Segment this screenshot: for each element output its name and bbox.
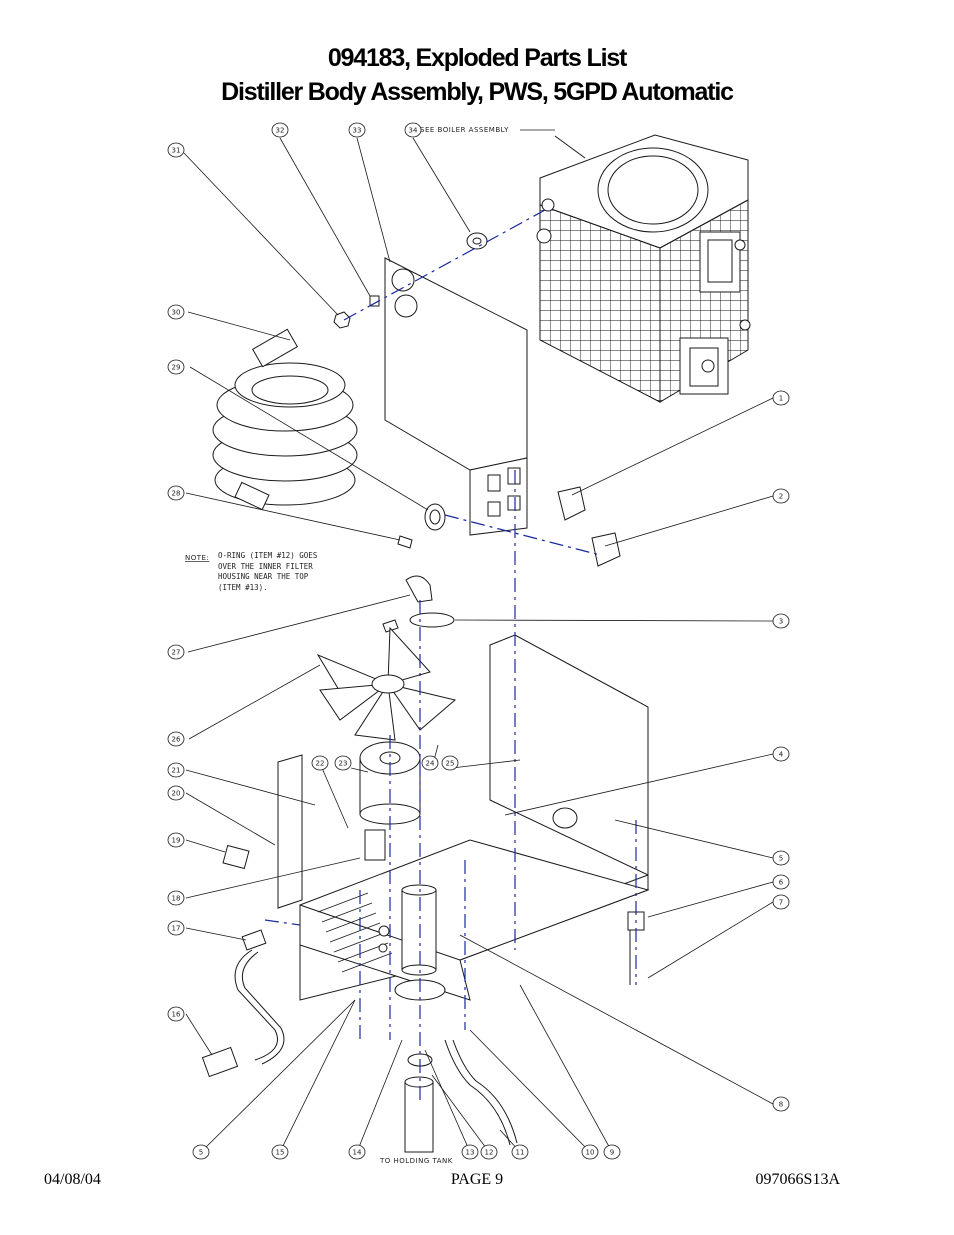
callout-balloon xyxy=(772,874,790,890)
holding-tank-label: TO HOLDING TANK xyxy=(379,1157,453,1165)
callout-number: 24 xyxy=(426,760,435,768)
boiler-assembly xyxy=(536,134,751,403)
callout-balloon xyxy=(772,850,790,866)
callout-number: 14 xyxy=(353,1149,362,1157)
callout-balloon xyxy=(772,746,790,762)
callout-balloon xyxy=(334,755,352,771)
callout-balloon xyxy=(271,122,289,138)
back-panel xyxy=(384,257,528,536)
callout-balloon xyxy=(461,1144,479,1160)
callout-balloon xyxy=(167,1006,185,1022)
callout-number: 16 xyxy=(172,1011,181,1019)
callout-number: 31 xyxy=(172,147,181,155)
assembly-note: O-RING (ITEM #12) GOES OVER THE INNER FI… xyxy=(218,551,318,592)
callout-balloon xyxy=(167,304,185,320)
callout-number: 15 xyxy=(276,1149,285,1157)
callout-balloon xyxy=(348,1144,366,1160)
callout-number: 2 xyxy=(779,493,783,501)
callout-balloon xyxy=(192,1144,210,1160)
callout-balloon xyxy=(167,832,185,848)
callout-number: 23 xyxy=(339,760,348,768)
callout-number: 7 xyxy=(779,899,783,907)
callout-number: 9 xyxy=(610,1149,614,1157)
power-cord xyxy=(201,844,645,1078)
callout-balloon xyxy=(581,1144,599,1160)
callout-number: 12 xyxy=(485,1149,494,1157)
callout-balloon xyxy=(421,755,439,771)
assembly-lines xyxy=(264,209,637,1100)
leader-lines xyxy=(183,129,774,1153)
callout-number: 30 xyxy=(172,309,181,317)
callout-number: 33 xyxy=(353,127,362,135)
callout-balloon xyxy=(772,390,790,406)
base-pan xyxy=(277,754,650,1001)
callout-balloon xyxy=(167,485,185,501)
callout-number: 11 xyxy=(516,1149,525,1157)
callout-number: 10 xyxy=(586,1149,595,1157)
callout-balloon xyxy=(348,122,366,138)
callout-number: 27 xyxy=(172,649,181,657)
boiler-assembly-label: SEE BOILER ASSEMBLY xyxy=(420,126,509,134)
callout-number: 4 xyxy=(779,751,784,759)
callout-balloon xyxy=(167,359,185,375)
callout-balloon xyxy=(167,785,185,801)
note-label: NOTE: xyxy=(185,554,209,562)
callout-number: 6 xyxy=(779,879,784,887)
callout-balloon xyxy=(167,731,185,747)
callout-number: 1 xyxy=(779,395,783,403)
callout-number: 22 xyxy=(316,760,325,768)
callout-balloon xyxy=(772,488,790,504)
callout-balloon xyxy=(167,142,185,158)
callout-number: 28 xyxy=(172,490,181,498)
callout-number: 5 xyxy=(779,855,783,863)
callout-balloon xyxy=(511,1144,529,1160)
callout-number: 13 xyxy=(466,1149,475,1157)
callout-balloon xyxy=(167,644,185,660)
callout-balloon xyxy=(772,1096,790,1112)
callout-number: 3 xyxy=(779,618,783,626)
callout-balloon xyxy=(167,890,185,906)
page-title-line-2: Distiller Body Assembly, PWS, 5GPD Autom… xyxy=(221,78,734,106)
callout-number: 25 xyxy=(446,760,455,768)
callout-balloon xyxy=(441,755,459,771)
fan-motor xyxy=(359,741,421,861)
callout-number: 29 xyxy=(172,364,181,372)
page-title-line-1: 094183, Exploded Parts List xyxy=(327,44,628,72)
callout-balloon xyxy=(167,920,185,936)
callout-balloon xyxy=(167,762,185,778)
callout-number: 32 xyxy=(276,127,285,135)
callout-balloon xyxy=(404,122,422,138)
fan-blade xyxy=(316,626,457,741)
callout-number: 20 xyxy=(172,790,181,798)
callout-balloon xyxy=(271,1144,289,1160)
footer-document-number: 097066S13A xyxy=(755,1171,840,1188)
footer-page-number: PAGE 9 xyxy=(450,1171,504,1188)
callout-number: 5 xyxy=(199,1149,203,1157)
small-parts xyxy=(333,232,621,633)
callout-number: 18 xyxy=(172,895,181,903)
callout-balloon xyxy=(772,894,790,910)
callout-balloon xyxy=(480,1144,498,1160)
callout-number: 34 xyxy=(409,127,418,135)
callout-number: 21 xyxy=(172,767,181,775)
callout-balloon xyxy=(311,755,329,771)
callout-number: 26 xyxy=(172,736,181,744)
callout-balloon xyxy=(603,1144,621,1160)
callout-number: 17 xyxy=(172,925,181,933)
footer-date: 04/08/04 xyxy=(44,1171,101,1188)
callout-number: 19 xyxy=(172,837,181,845)
callout-balloon xyxy=(772,613,790,629)
coiled-tubing xyxy=(212,328,358,511)
callout-number: 8 xyxy=(779,1101,783,1109)
